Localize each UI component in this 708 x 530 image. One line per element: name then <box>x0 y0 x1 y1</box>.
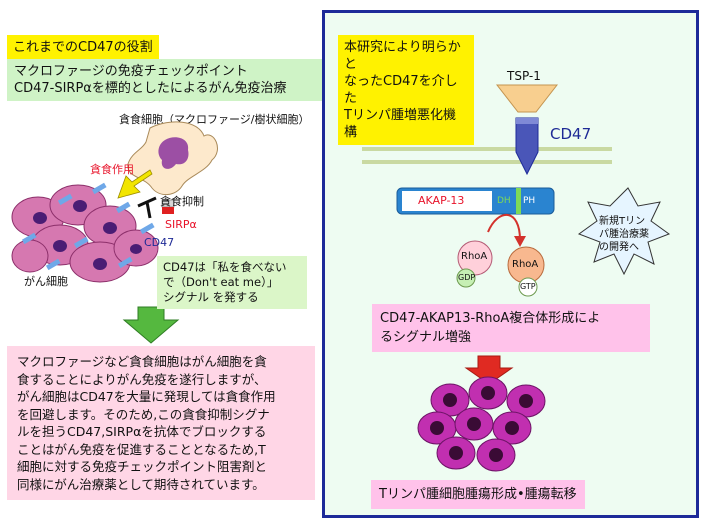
body-line: を回避します。そのため,この貪食抑制シグナ <box>17 406 270 422</box>
star-text: 新規Tリン パ腫治療薬 の開発へ <box>599 215 655 254</box>
cd47-label: CD47 <box>144 236 175 249</box>
body-line: ことはがん免疫を促進することとなるため,T <box>17 441 266 457</box>
right-title: 本研究により明らかと なったCD47を介した Tリンパ腫増悪化機構 <box>338 35 474 145</box>
akap13-label: AKAP-13 <box>418 194 465 207</box>
tsp1-label: TSP-1 <box>507 69 541 83</box>
star-line3: の開発へ <box>599 242 639 253</box>
inhibit-label: 貪食抑制 <box>160 195 204 208</box>
gdp-label: GDP <box>458 273 476 282</box>
dh-label: DH <box>497 196 511 206</box>
body-line: 同様にがん治療薬として期待されています。 <box>17 476 265 492</box>
body-line: 食することによりがん免疫を遂行しますが、 <box>17 371 267 387</box>
sirpa-label: SIRPα <box>165 218 197 231</box>
right-title-line1: 本研究により明らかと <box>344 40 461 72</box>
lymphoma-cluster <box>417 376 546 472</box>
complex-line1: CD47-AKAP13-RhoA複合体形成によ <box>380 311 601 326</box>
cancer-cluster <box>11 182 159 283</box>
left-down-arrow <box>122 306 180 344</box>
macrophage-nucleus <box>158 137 189 169</box>
left-subtitle-line2: CD47-SIRPαを標的としたによるがん免疫治療 <box>14 81 287 96</box>
ph-label: PH <box>523 196 536 206</box>
body-line: マクロファージなど貪食細胞はがん細胞を貪 <box>17 354 267 369</box>
star-line1: 新規Tリン <box>599 216 646 227</box>
rhoa2-label: RhoA <box>512 259 539 270</box>
phagocytosis-arrow <box>117 169 153 199</box>
left-title: これまでのCD47の役割 <box>7 35 159 60</box>
dont-eat-me-box: CD47は「私を食べない で（Don't eat me）」 シグナル を発する <box>157 256 307 309</box>
bottom-result: Tリンパ腫細胞腫瘍形成•腫瘍転移 <box>371 480 585 509</box>
cancer-label: がん細胞 <box>24 275 68 288</box>
left-body-text: マクロファージなど貪食細胞はがん細胞を貪 食することによりがん免疫を遂行しますが… <box>7 346 315 500</box>
dont-eat-line2: で（Don't eat me）」 <box>163 275 279 289</box>
right-down-arrow <box>464 355 514 385</box>
cd47-right-label: CD47 <box>550 125 592 143</box>
left-subtitle: マクロファージの免疫チェックポイント CD47-SIRPαを標的としたによるがん… <box>7 59 328 101</box>
complex-box: CD47-AKAP13-RhoA複合体形成によ るシグナル増強 <box>372 304 650 352</box>
right-title-line3: Tリンパ腫増悪化機構 <box>344 108 456 140</box>
tsp1-shape <box>495 84 559 113</box>
rhoa1-label: RhoA <box>461 251 488 262</box>
right-title-line2: なったCD47を介した <box>344 74 458 106</box>
body-line: がん細胞はCD47を大量に発現しては貪食作用 <box>17 389 276 404</box>
dont-eat-line1: CD47は「私を食べない <box>163 260 287 274</box>
complex-line2: るシグナル増強 <box>380 330 472 345</box>
body-line: 細胞に対する免疫チェックポイント阻害剤と <box>17 459 268 474</box>
star-line2: パ腫治療薬 <box>599 229 649 240</box>
activation-arrow <box>487 213 521 241</box>
star-burst <box>577 187 671 276</box>
gtp-label: GTP <box>520 282 536 291</box>
phagocytosis-label: 貪食作用 <box>90 163 134 176</box>
cd47-receptor <box>515 117 539 176</box>
left-subtitle-line1: マクロファージの免疫チェックポイント <box>14 64 248 79</box>
body-line: ルを担うCD47,SIRPαを抗体でブロックする <box>17 424 267 439</box>
inhibition-symbol <box>137 196 157 219</box>
dont-eat-line3: シグナル を発する <box>163 290 259 304</box>
